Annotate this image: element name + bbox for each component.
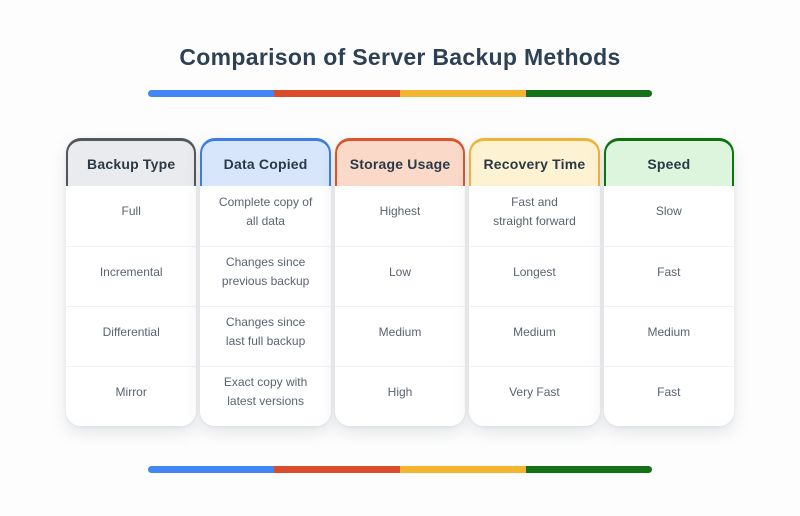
- table-cell: Slow: [655, 204, 682, 219]
- table-cell: Differential: [66, 306, 197, 366]
- table-cell: Incremental: [66, 246, 197, 306]
- column-header-recovery-time: Recovery Time: [469, 138, 600, 186]
- table-cell: Mirror: [66, 366, 197, 426]
- table-cell: Fast: [603, 366, 735, 426]
- table-cell: Longest: [469, 246, 600, 306]
- table-cell: Complete copy of all data: [218, 194, 313, 228]
- column-header-storage-usage: Storage Usage: [334, 138, 466, 186]
- table-cell: Medium: [334, 306, 466, 366]
- column-header-backup-type: Backup Type: [66, 138, 197, 186]
- divider-segment-0: [148, 90, 274, 97]
- divider-segment-3: [526, 466, 652, 473]
- divider-bar-top: [148, 90, 652, 97]
- divider-segment-0: [148, 466, 274, 473]
- table-cell: Medium: [603, 306, 735, 366]
- page-title: Comparison of Server Backup Methods: [179, 44, 621, 70]
- table-cell: Highest: [379, 204, 421, 219]
- divider-segment-1: [274, 466, 400, 473]
- table-cell: Very Fast: [469, 366, 600, 426]
- table-cell: High: [334, 366, 466, 426]
- table-cell: Exact copy with latest versions: [200, 366, 331, 426]
- divider-segment-1: [274, 90, 400, 97]
- column-header-speed: Speed: [603, 138, 735, 186]
- table-cell: Fast and straight forward: [493, 194, 576, 228]
- table-cell: Low: [334, 246, 466, 306]
- divider-segment-2: [400, 90, 526, 97]
- table-cell: Fast: [603, 246, 735, 306]
- column-header-data-copied: Data Copied: [200, 138, 331, 186]
- table-cell: Medium: [469, 306, 600, 366]
- table-cell: Changes since previous backup: [200, 246, 331, 306]
- divider-segment-3: [526, 90, 652, 97]
- divider-segment-2: [400, 466, 526, 473]
- divider-bar-bottom: [148, 466, 652, 473]
- table-cell: Full: [121, 204, 141, 219]
- table-cell: Changes since last full backup: [200, 306, 331, 366]
